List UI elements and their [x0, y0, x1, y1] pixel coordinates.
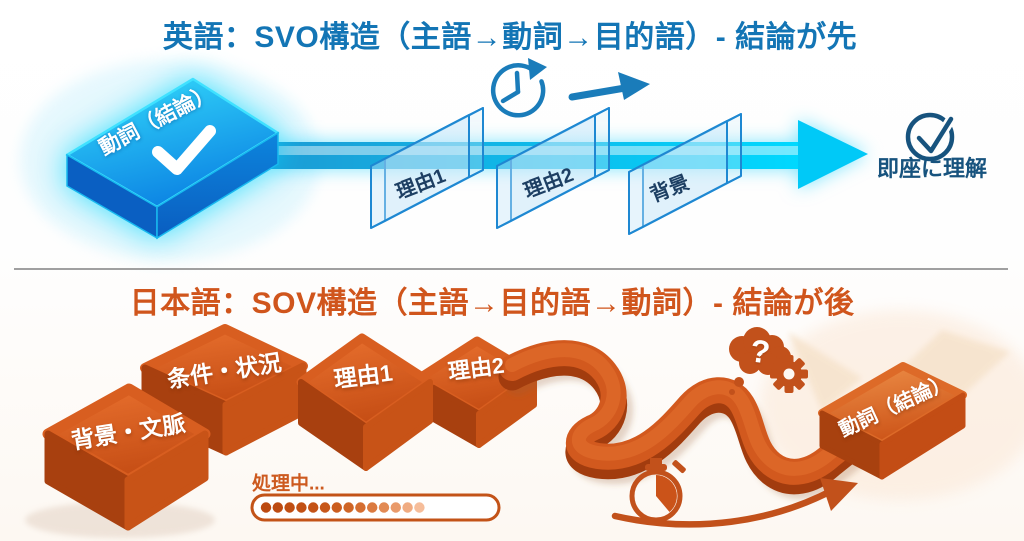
winding-path [498, 340, 880, 500]
block-label-reason1: 理由1 [332, 359, 395, 393]
glass-panel-background [628, 113, 742, 235]
glass-panel-reason1 [370, 107, 484, 229]
step-block-context [25, 383, 215, 538]
section-divider [14, 268, 1008, 270]
japanese-section-graphics [25, 310, 1024, 538]
processing-label: 処理中... [252, 473, 325, 495]
english-section-graphics [20, 58, 956, 260]
thought-cloud-icon [729, 327, 791, 395]
block-label-reason2: 理由2 [446, 352, 506, 385]
check-circle-icon [905, 112, 956, 162]
english-title: 英語：SVO構造（主語→動詞→目的語）- 結論が先 [162, 21, 858, 54]
clock-icon [490, 58, 547, 118]
instant-understanding-label: 即座に理解 [876, 156, 988, 181]
glass-panels [370, 107, 742, 235]
verb-result-box-3d [65, 77, 280, 240]
checkmark-icon [152, 125, 216, 175]
verb-conclusion-box-3d [818, 362, 967, 480]
curved-arrow-icon [611, 478, 858, 528]
beam-arrowhead [798, 120, 868, 189]
progress-bar [250, 493, 501, 522]
forward-arrow-icon [568, 72, 650, 101]
flow-beam [270, 120, 868, 189]
step-block-reason1 [296, 333, 435, 471]
glass-panel-reason2 [496, 107, 610, 229]
gear-icon [770, 355, 808, 393]
japanese-title: 日本語：SOV構造（主語→目的語→動詞）- 結論が後 [129, 287, 855, 320]
